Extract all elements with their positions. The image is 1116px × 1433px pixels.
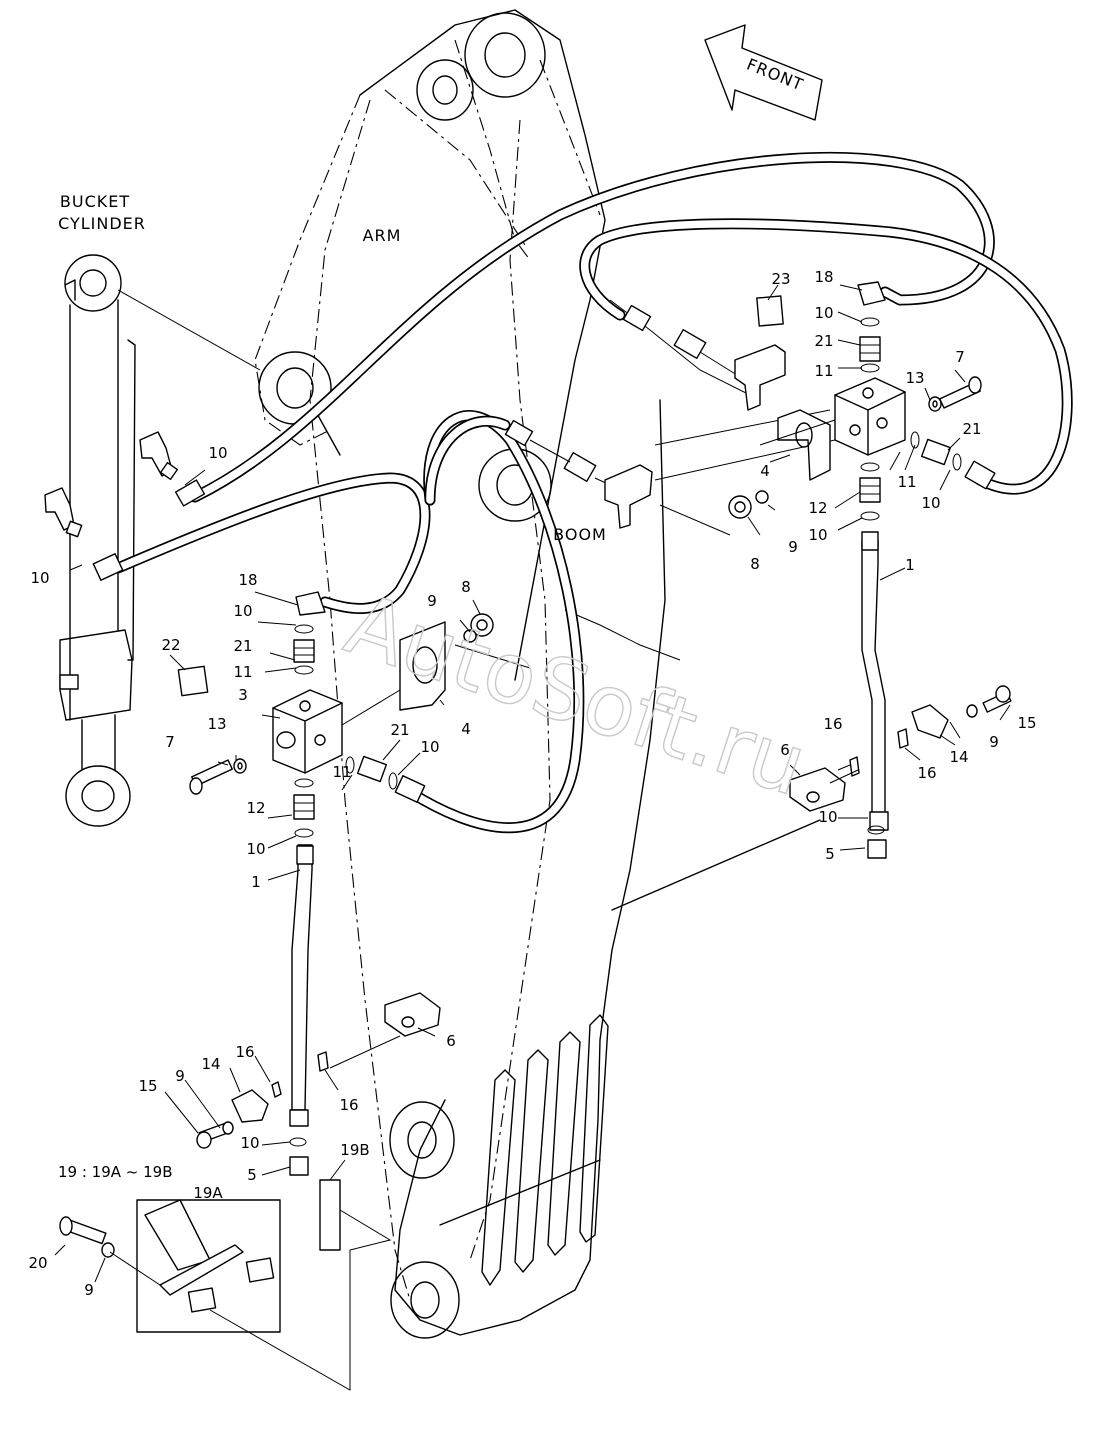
boom-outline <box>389 299 836 1339</box>
callout-8: 8 <box>461 578 471 596</box>
label-arm: ARM <box>363 226 402 245</box>
callout-20: 20 <box>28 1254 47 1272</box>
callout-16: 16 <box>235 1043 254 1061</box>
callout-10: 10 <box>921 494 940 512</box>
front-arrow <box>704 24 823 121</box>
callout-15: 15 <box>138 1077 157 1095</box>
callout-5: 5 <box>247 1166 257 1184</box>
callout-11: 11 <box>233 663 252 681</box>
bucket-cylinder <box>44 254 261 827</box>
right-valve-group <box>659 295 1012 859</box>
callout-10: 10 <box>246 840 265 858</box>
callout-16: 16 <box>339 1096 358 1114</box>
hoses <box>92 151 1073 834</box>
callout-numbers: 10 10 18 10 21 11 22 3 13 7 12 10 1 11 2… <box>28 268 1036 1299</box>
callout-14: 14 <box>949 748 968 766</box>
callout-6: 6 <box>446 1032 456 1050</box>
callout-13: 13 <box>905 369 924 387</box>
callout-21: 21 <box>962 420 981 438</box>
callout-10: 10 <box>233 602 252 620</box>
label-19a: 19A <box>193 1184 223 1202</box>
callout-9: 9 <box>84 1281 94 1299</box>
callout-3: 3 <box>238 686 248 704</box>
callout-11: 11 <box>814 362 833 380</box>
callout-18: 18 <box>238 571 257 589</box>
callout-4: 4 <box>461 720 471 738</box>
callout-10: 10 <box>814 304 833 322</box>
callout-16: 16 <box>823 715 842 733</box>
callout-16: 16 <box>917 764 936 782</box>
label-bucket: BUCKET <box>60 192 130 211</box>
callout-12: 12 <box>808 499 827 517</box>
callout-21: 21 <box>814 332 833 350</box>
callout-10: 10 <box>240 1134 259 1152</box>
callout-9: 9 <box>175 1067 185 1085</box>
callout-15: 15 <box>1017 714 1036 732</box>
callout-14: 14 <box>201 1055 220 1073</box>
label-group-note: 19 : 19A ~ 19B <box>58 1163 173 1181</box>
label-cylinder: CYLINDER <box>58 214 146 233</box>
callout-4: 4 <box>760 462 770 480</box>
callout-9: 9 <box>989 733 999 751</box>
callout-18: 18 <box>814 268 833 286</box>
group-19 <box>59 1179 392 1391</box>
callout-10: 10 <box>208 444 227 462</box>
callout-8: 8 <box>750 555 760 573</box>
arm-outline <box>254 9 606 1301</box>
callout-11: 11 <box>897 473 916 491</box>
callout-10: 10 <box>818 808 837 826</box>
callout-22: 22 <box>161 636 180 654</box>
arm-clamps <box>604 344 786 529</box>
callout-7: 7 <box>165 733 175 751</box>
callout-1: 1 <box>251 873 261 891</box>
callout-23: 23 <box>771 270 790 288</box>
callout-10: 10 <box>808 526 827 544</box>
callout-11: 11 <box>332 763 351 781</box>
callout-7: 7 <box>955 348 965 366</box>
callout-6: 6 <box>780 741 790 759</box>
callout-13: 13 <box>207 715 226 733</box>
callout-10: 10 <box>30 569 49 587</box>
left-valve-group <box>177 613 531 1176</box>
callout-10: 10 <box>420 738 439 756</box>
callout-21: 21 <box>233 637 252 655</box>
callout-9: 9 <box>788 538 798 556</box>
callout-9: 9 <box>427 592 437 610</box>
callout-1: 1 <box>905 556 915 574</box>
label-19b: 19B <box>340 1141 369 1159</box>
leader-lines <box>54 284 1011 1283</box>
callout-5: 5 <box>825 845 835 863</box>
callout-21: 21 <box>390 721 409 739</box>
label-boom: BOOM <box>553 525 607 544</box>
callout-12: 12 <box>246 799 265 817</box>
